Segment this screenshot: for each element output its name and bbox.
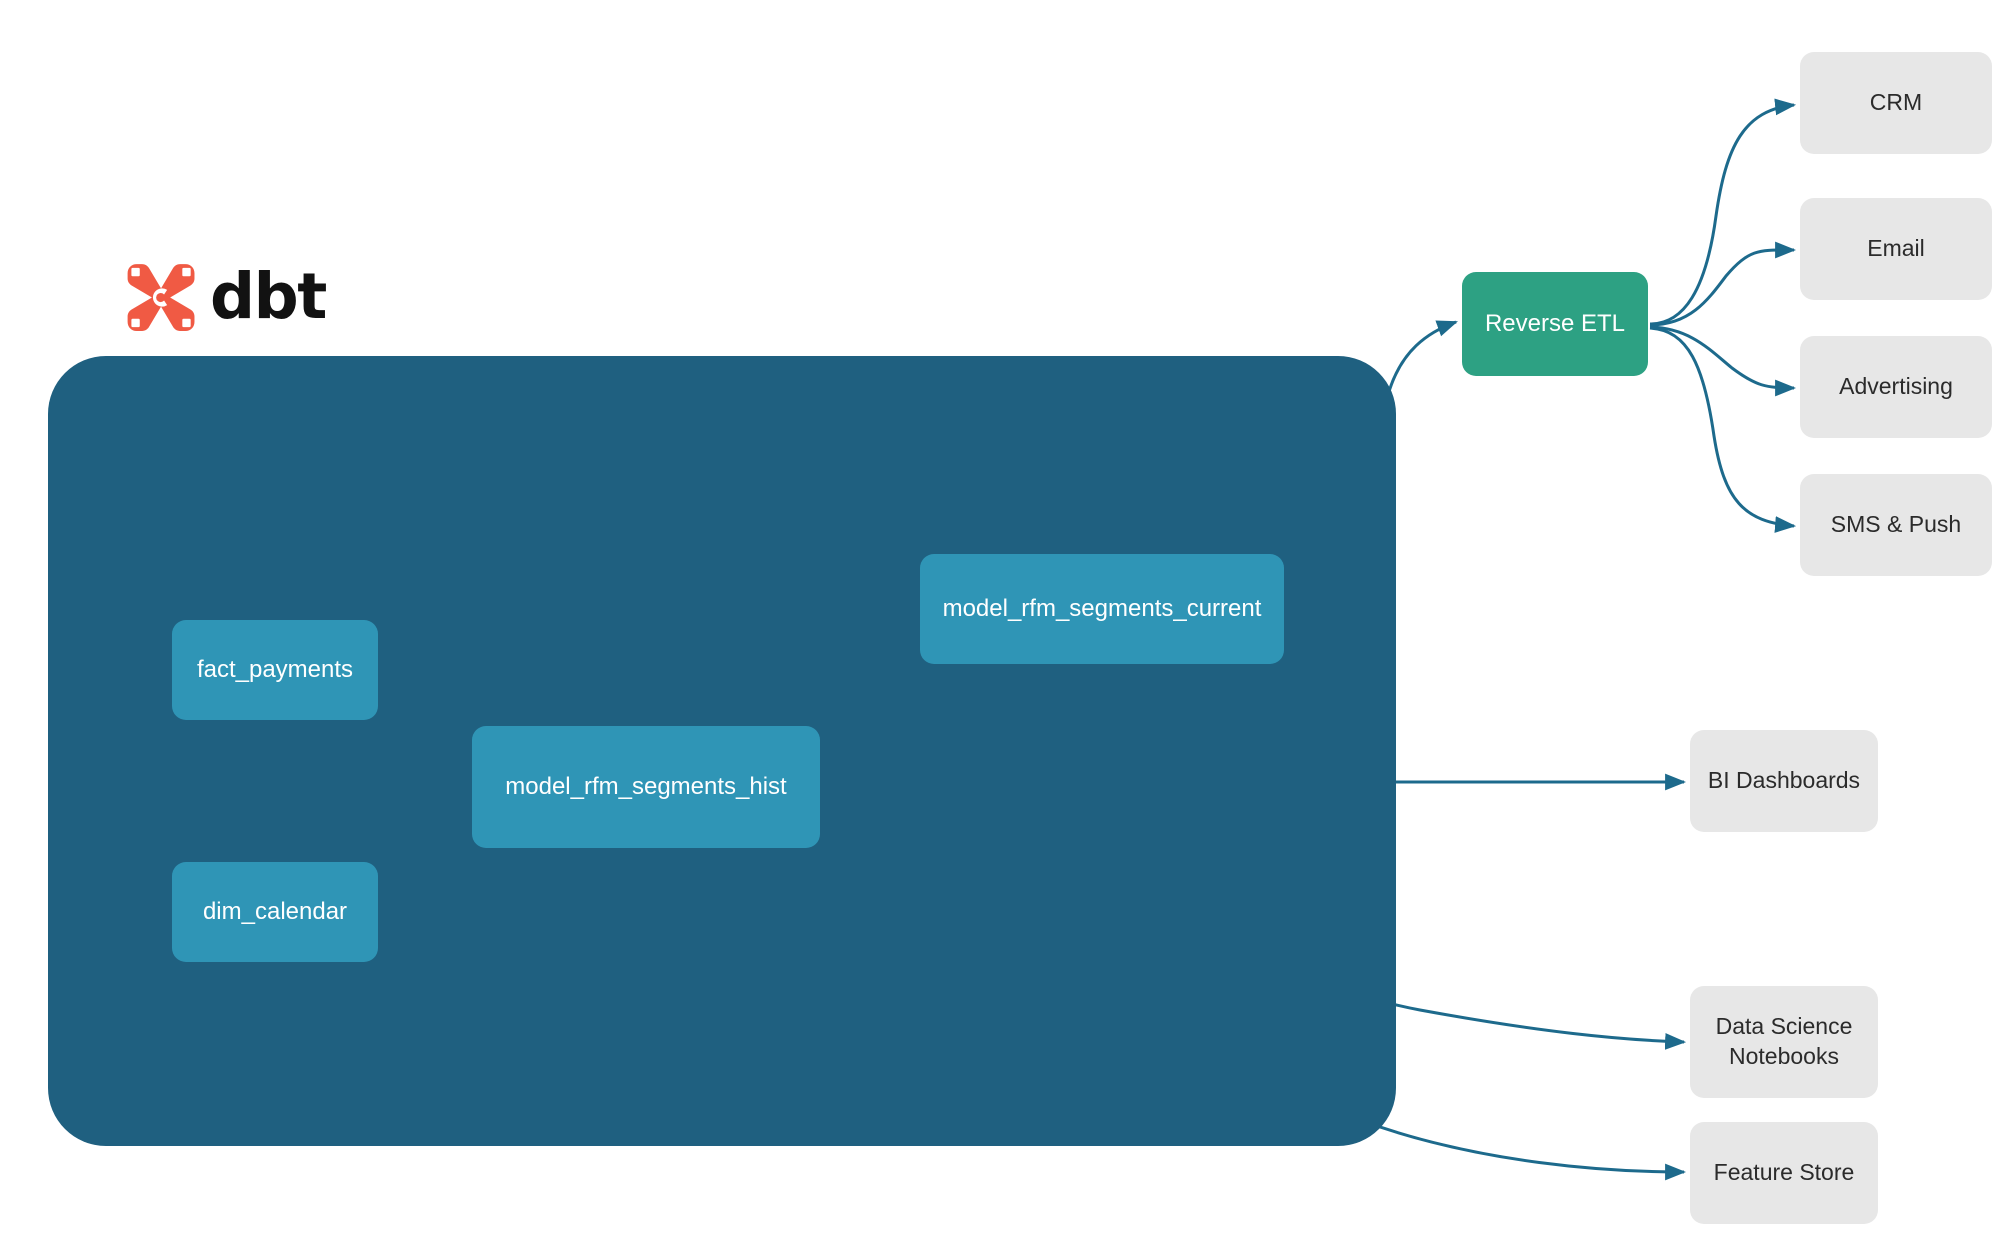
node-label: Advertising <box>1839 373 1953 400</box>
destination-node-email[interactable]: Email <box>1800 198 1992 300</box>
edge-reverse-etl-to-crm <box>1649 98 1797 326</box>
node-label: dim_calendar <box>202 898 348 925</box>
destination-node-advertising[interactable]: Advertising <box>1800 336 1992 438</box>
node-label: BI Dashboards <box>1707 767 1861 794</box>
node-label: CRM <box>1869 89 1923 116</box>
model-node-fact-payments[interactable]: fact_payments <box>172 620 378 720</box>
dbt-logo-icon <box>127 264 195 331</box>
edge-reverse-etl-to-advertising <box>1649 325 1797 397</box>
node-label: fact_payments <box>196 656 354 683</box>
dbt-wordmark: dbt <box>210 259 327 333</box>
node-label: SMS & Push <box>1830 511 1962 538</box>
destination-node-data-science-notebooks[interactable]: Data Science Notebooks <box>1690 986 1878 1098</box>
edge-reverse-etl-to-email <box>1649 241 1797 327</box>
node-label-line-1: Data Science <box>1715 1013 1853 1040</box>
edge-reverse-etl-to-sms-push <box>1649 326 1797 533</box>
node-label-line-2: Notebooks <box>1729 1043 1839 1069</box>
destination-node-bi-dashboards[interactable]: BI Dashboards <box>1690 730 1878 832</box>
dbt-brand-lockup: dbt <box>120 258 327 334</box>
node-label: Reverse ETL <box>1484 310 1626 337</box>
node-label: model_rfm_segments_hist <box>505 773 787 800</box>
model-node-dim-calendar[interactable]: dim_calendar <box>172 862 378 962</box>
destination-node-crm[interactable]: CRM <box>1800 52 1992 154</box>
node-label: Data Science Notebooks <box>1716 1012 1853 1072</box>
reverse-etl-node[interactable]: Reverse ETL <box>1462 272 1648 376</box>
model-node-model-rfm-segments-hist[interactable]: model_rfm_segments_hist <box>472 726 820 848</box>
node-label: Feature Store <box>1713 1159 1855 1186</box>
destination-node-sms-push[interactable]: SMS & Push <box>1800 474 1992 576</box>
node-label: Email <box>1867 235 1925 262</box>
node-label: model_rfm_segments_current <box>942 595 1262 622</box>
destination-node-feature-store[interactable]: Feature Store <box>1690 1122 1878 1224</box>
model-node-model-rfm-segments-current[interactable]: model_rfm_segments_current <box>920 554 1284 664</box>
